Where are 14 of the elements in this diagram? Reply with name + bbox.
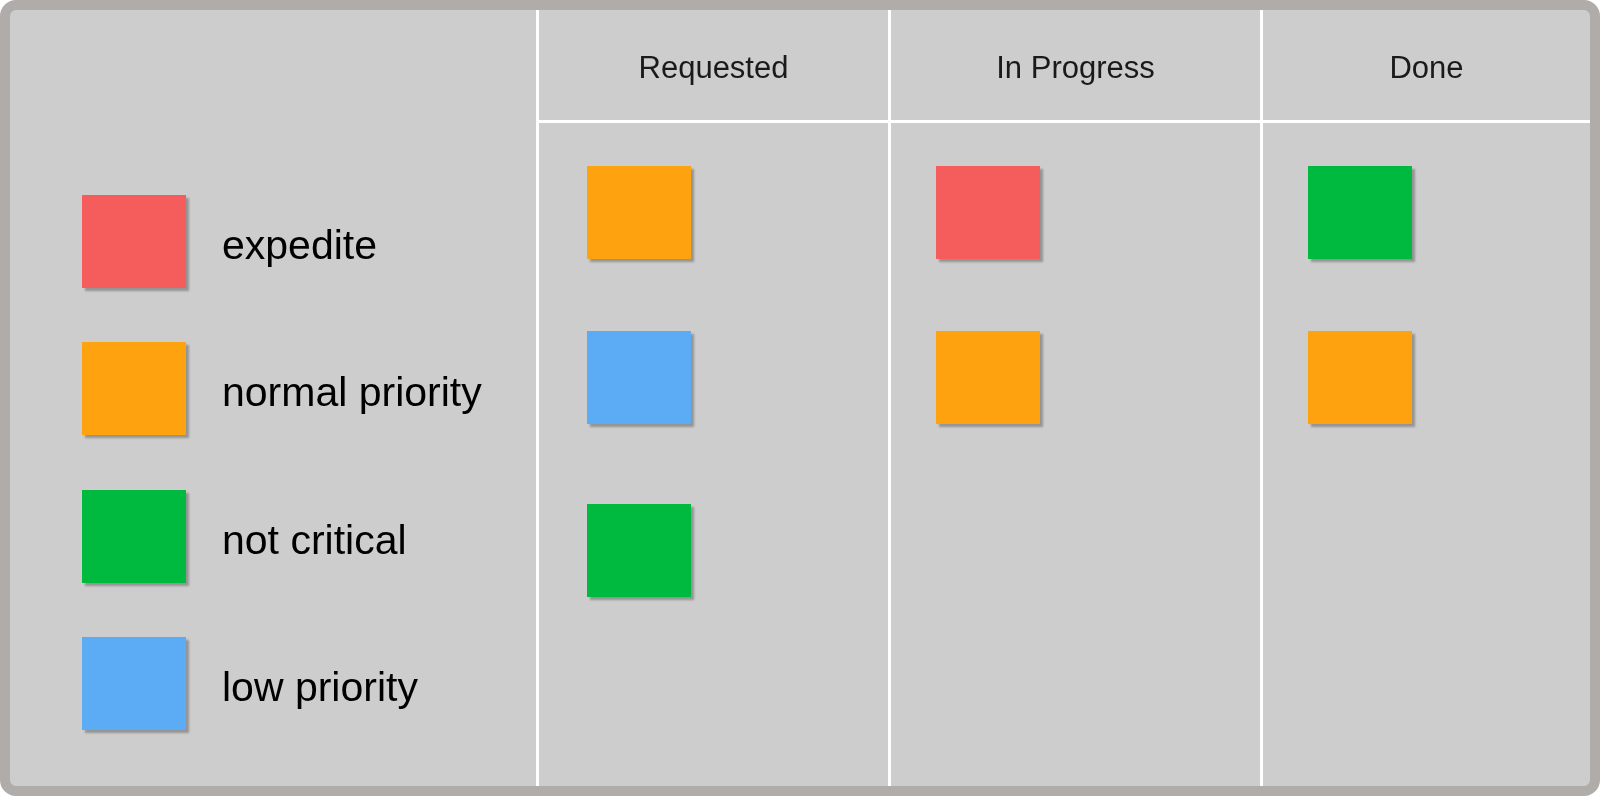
column-title: In Progress bbox=[996, 50, 1155, 86]
sticky-note-card bbox=[587, 331, 691, 424]
sticky-note-card bbox=[587, 504, 691, 597]
sticky-note-card bbox=[587, 166, 691, 259]
sticky-note-card bbox=[936, 331, 1040, 424]
column-title: Requested bbox=[638, 50, 789, 86]
sticky-note-card bbox=[936, 166, 1040, 259]
legend-label: normal priority bbox=[222, 369, 482, 417]
legend-label: not critical bbox=[222, 517, 407, 565]
legend-label: expedite bbox=[222, 222, 377, 270]
legend-label: low priority bbox=[222, 664, 418, 712]
column-title: Done bbox=[1389, 50, 1464, 86]
sticky-note-card bbox=[1308, 166, 1412, 259]
sticky-note-card bbox=[1308, 331, 1412, 424]
